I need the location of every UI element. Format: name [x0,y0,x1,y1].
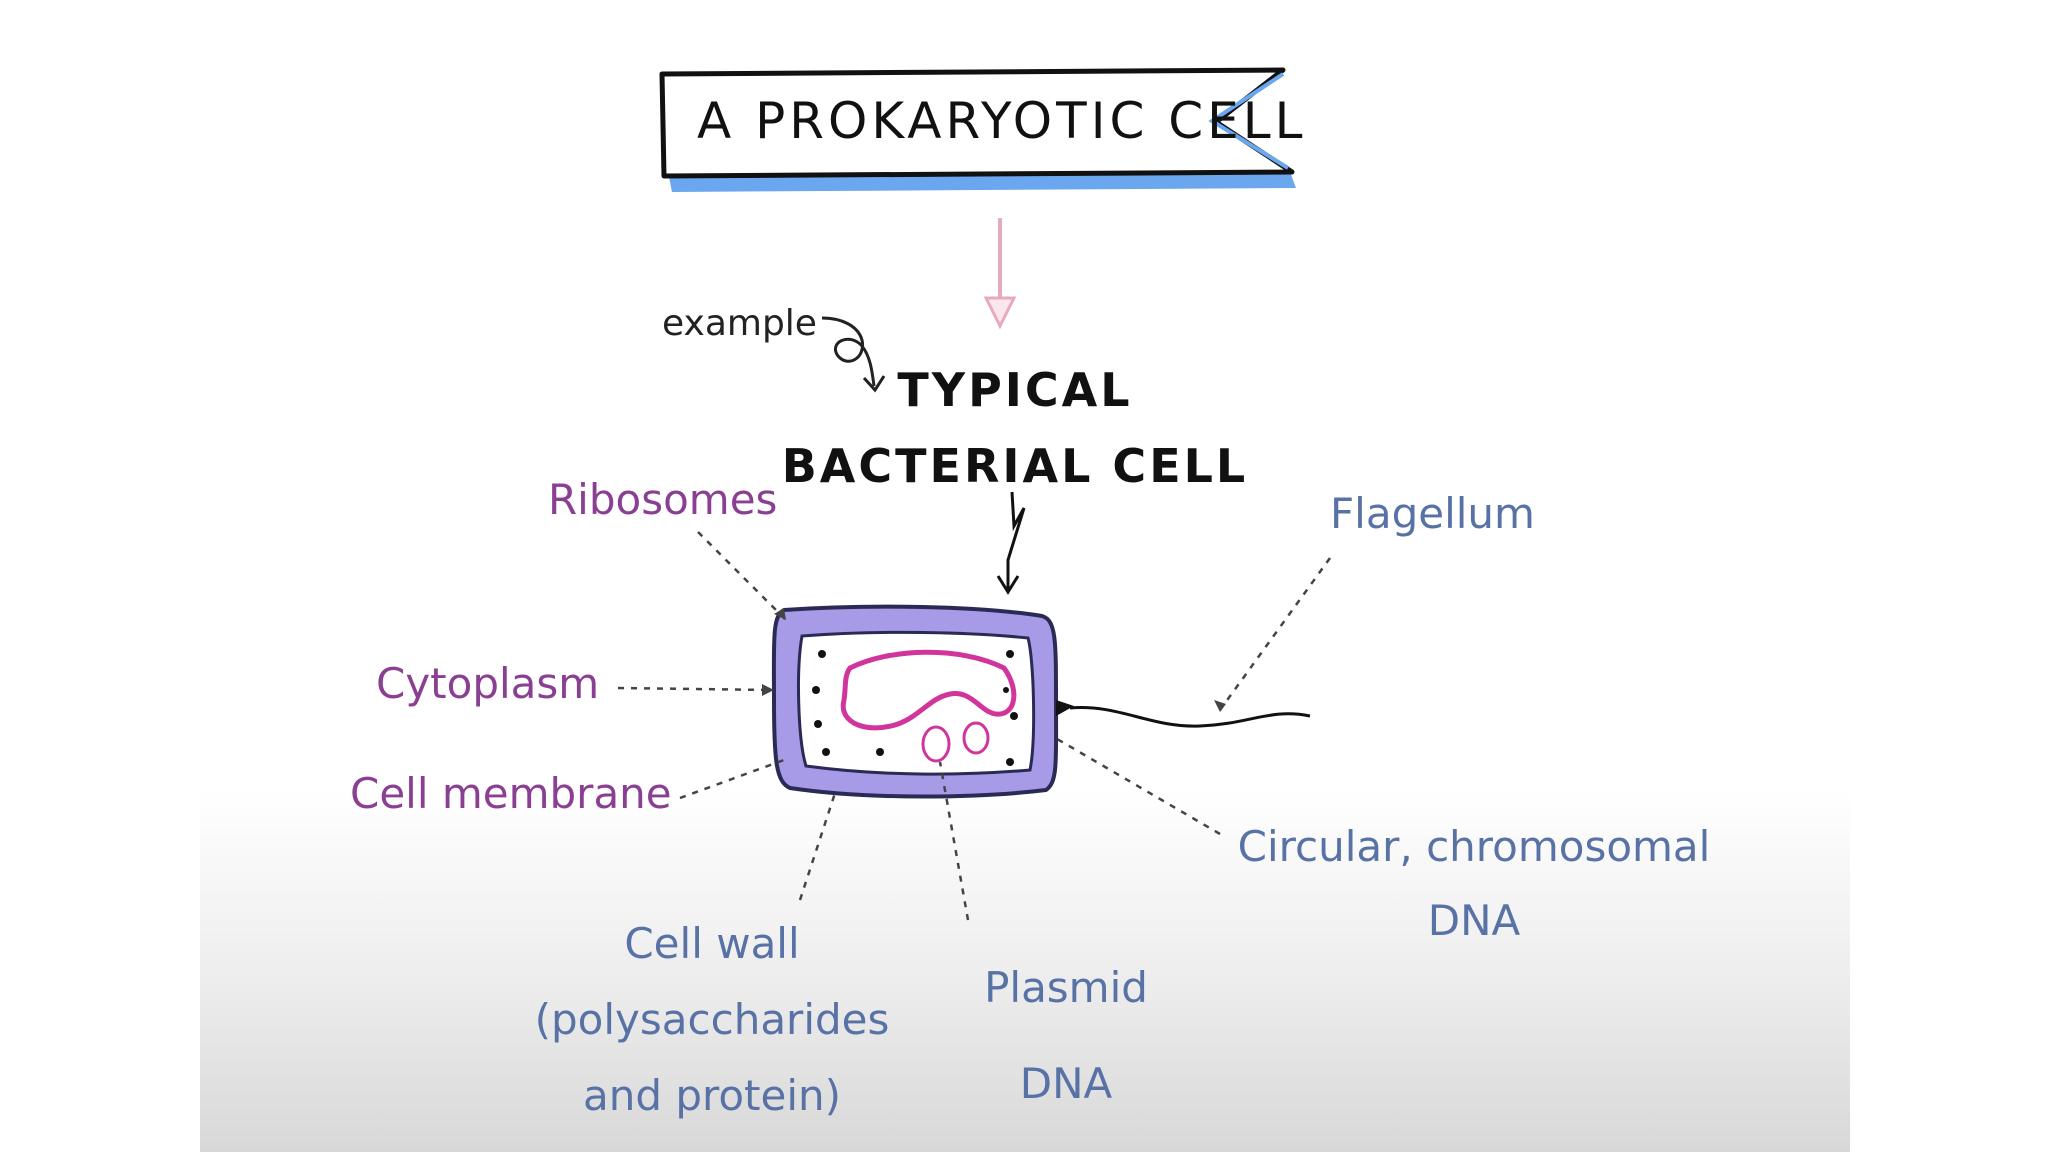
cytoplasm-area [797,630,1036,776]
leader-cytoplasm [617,686,773,692]
background-gradient [200,790,1850,1152]
label-plasmid-line-2: DNA [1019,1059,1113,1108]
banner-notch-accent [1208,72,1290,170]
label-plasmid-line-1: Plasmid [984,963,1148,1012]
banner-title: A PROKARYOTIC CELL [697,92,1307,150]
banner-arrow [983,218,1017,330]
label-cell-wall-line-1: Cell wall [624,919,800,968]
example-note: example [662,303,817,344]
label-cell-wall-line-2: (polysaccharides [534,995,890,1044]
label-flagellum: Flagellum [1330,489,1535,538]
leader-cell-wall [798,789,838,901]
title-banner [659,67,1296,192]
subtitle-line-1: TYPICAL [897,363,1133,417]
leader-cell-membrane [679,758,785,800]
leader-ribosomes [697,531,787,621]
label-cell-wall-line-3: and protein) [582,1071,842,1120]
example-arrow [821,316,886,393]
plasmid-ring-2 [962,721,990,755]
leader-chromosomal-dna [1051,734,1221,836]
leader-flagellum [1218,557,1332,711]
leader-lines [617,531,1332,921]
ribosome-dots [812,650,1018,766]
label-chromosomal-line-2: DNA [1427,896,1521,945]
label-cell-membrane: Cell membrane [350,769,672,818]
bacterial-cell [771,604,1311,799]
plasmid-ring-1 [921,725,951,763]
label-ribosomes: Ribosomes [548,475,778,524]
subtitle: TYPICAL BACTERIAL CELL [782,352,1249,504]
leader-plasmid [938,761,970,921]
label-cell-wall: Cell wall (polysaccharides and protein) [535,906,890,1134]
chromosomal-dna-loop [840,649,1017,731]
subtitle-line-2: BACTERIAL CELL [781,439,1249,493]
subtitle-arrow [996,491,1026,595]
label-cytoplasm: Cytoplasm [376,659,600,708]
flagellum-tail [1069,706,1311,728]
label-chromosomal-dna: Circular, chromosomal DNA [1238,810,1711,958]
label-chromosomal-line-1: Circular, chromosomal [1237,822,1711,871]
flagellum-base [1056,700,1074,716]
label-plasmid-dna: Plasmid DNA [984,940,1148,1132]
leader-arrowheads [762,608,1226,712]
